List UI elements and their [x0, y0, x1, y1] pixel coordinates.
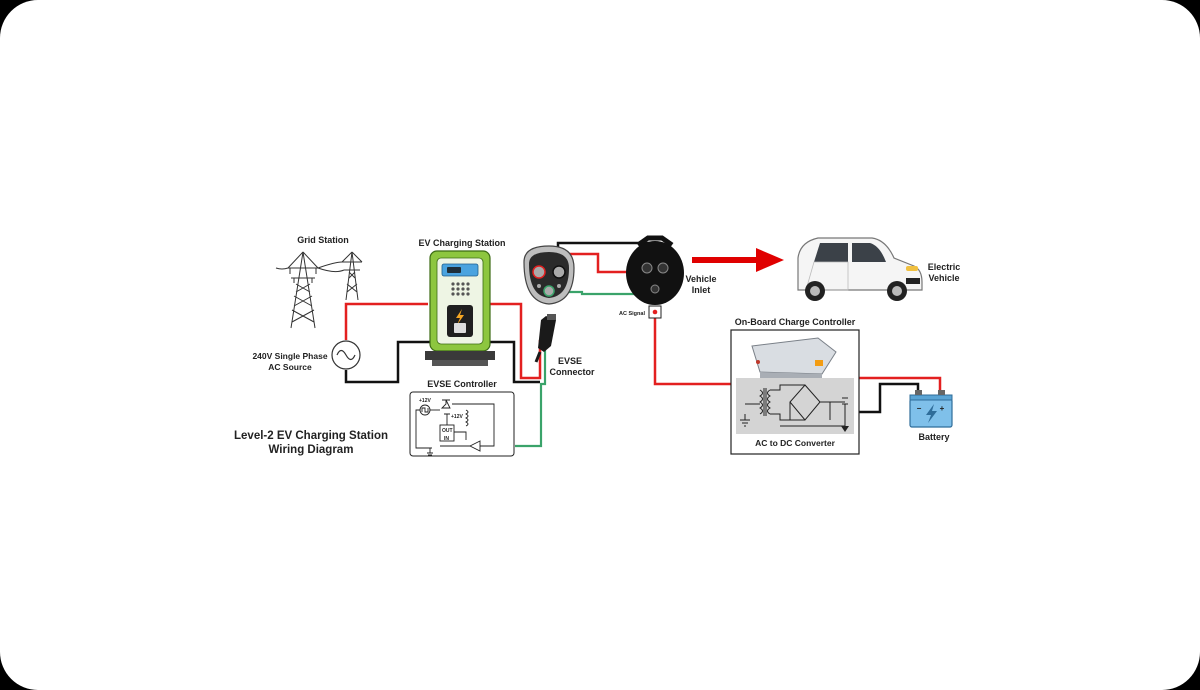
- ctrl-12v-b: +12V: [451, 414, 463, 420]
- battery-plus: +: [940, 404, 945, 413]
- evse-connector-label-line2: Connector: [550, 367, 595, 377]
- battery-bolt-icon: [926, 404, 937, 423]
- vehicle-inlet: [626, 235, 684, 319]
- ac-signal-label: AC Signal: [619, 311, 645, 317]
- battery-label: Battery: [918, 432, 949, 442]
- onboard-controller-label: On-Board Charge Controller: [735, 317, 856, 327]
- ac-source-label-line1: 240V Single Phase: [252, 351, 327, 361]
- ctrl-in: IN: [444, 436, 449, 442]
- transmission-tower-icon: [275, 251, 363, 329]
- hot-wire-source-to-station: [344, 302, 428, 340]
- ac-source: [331, 340, 361, 370]
- ev-charging-station-label: EV Charging Station: [418, 238, 505, 248]
- ac-dc-converter-label: AC to DC Converter: [755, 438, 836, 448]
- neutral-wire-source-to-station: [344, 340, 432, 384]
- ground-wire-controller-to-connector: [515, 350, 547, 448]
- lightning-bolt-icon: [456, 309, 464, 325]
- evse-connector-handle: [534, 314, 556, 363]
- battery-icon: [909, 390, 953, 428]
- sine-wave-icon: [336, 349, 356, 361]
- direction-arrow: [692, 248, 784, 272]
- ctrl-out: OUT: [442, 428, 453, 434]
- plug-face: [523, 245, 575, 305]
- ac-source-label-line2: AC Source: [268, 362, 312, 372]
- neutral-wire-converter-to-battery: [848, 382, 920, 414]
- vehicle-inlet-label-line1: Vehicle: [685, 274, 716, 284]
- neutral-wire-station-to-connector: [486, 340, 540, 384]
- battery-minus: −: [917, 404, 922, 413]
- evse-controller-circuit: +12V +12V OUT IN: [409, 391, 515, 457]
- car-icon: [797, 237, 923, 301]
- onboard-charge-controller: [730, 329, 860, 455]
- evse-controller-label: EVSE Controller: [427, 379, 497, 389]
- diagram-title-line1: Level-2 EV Charging Station: [234, 430, 388, 442]
- electric-vehicle-label-line1: Electric: [928, 262, 961, 272]
- grid-station-label: Grid Station: [297, 235, 349, 245]
- evse-connector-label-line1: EVSE: [558, 356, 582, 366]
- electric-vehicle-label-line2: Vehicle: [928, 273, 959, 283]
- diagram-title-line2: Wiring Diagram: [269, 444, 354, 456]
- vehicle-inlet-label-line2: Inlet: [692, 285, 711, 295]
- ctrl-12v-a: +12V: [419, 398, 431, 404]
- ev-charging-station: [425, 250, 495, 366]
- hot-wire-station-to-connector: [490, 302, 542, 380]
